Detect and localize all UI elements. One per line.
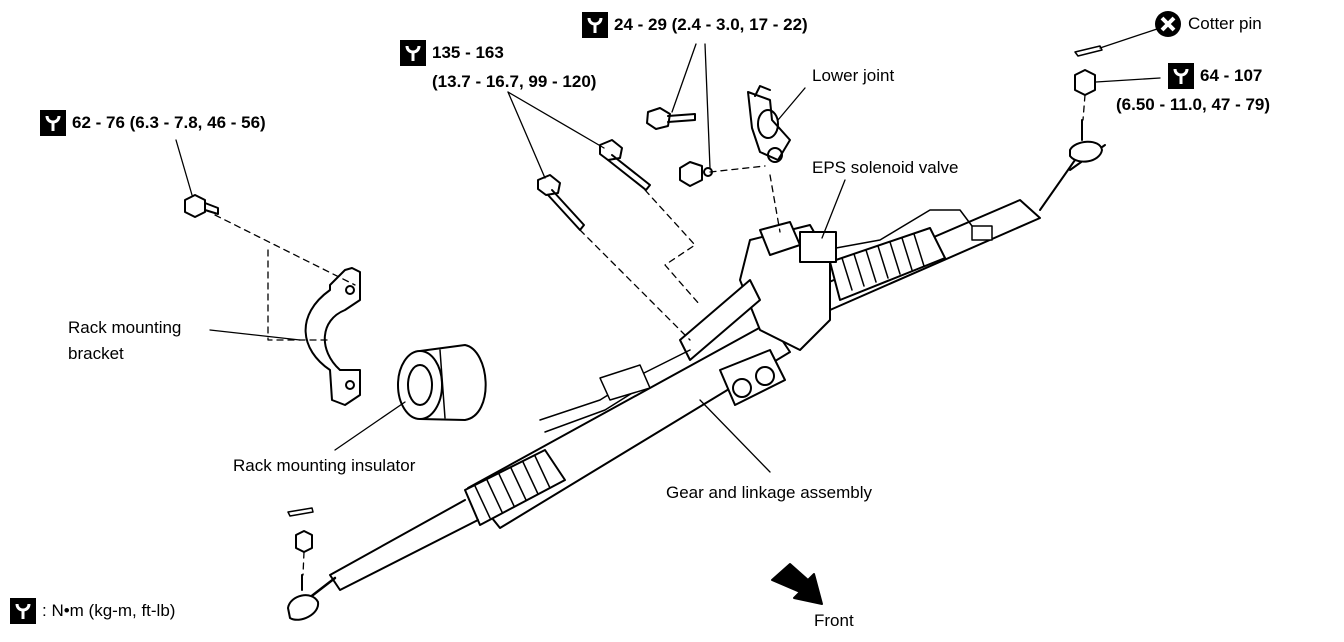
leader-lines xyxy=(175,27,1161,473)
tie-rod-nut-right xyxy=(1074,69,1096,96)
torque-wrench-icon xyxy=(1168,63,1194,89)
mount-bolt xyxy=(184,194,219,218)
torque-spec-tie-rod-nut: 64 - 107 xyxy=(1168,63,1262,89)
assembly-dashed-lines xyxy=(214,94,1086,576)
front-direction-arrow xyxy=(771,563,823,605)
tie-rod-nut-left xyxy=(295,530,313,553)
torque-spec-mount-bolt: 62 - 76 (6.3 - 7.8, 46 - 56) xyxy=(40,110,266,136)
rack-mounting-bracket-label: Rack mounting xyxy=(68,318,182,337)
lower-joint-nut xyxy=(679,161,713,187)
torque-value: 62 - 76 (6.3 - 7.8, 46 - 56) xyxy=(72,113,266,132)
eps-solenoid-valve-label: EPS solenoid valve xyxy=(812,158,959,177)
rack-mounting-bracket-label-line2: bracket xyxy=(68,344,124,363)
torque-value-secondary: (13.7 - 16.7, 99 - 120) xyxy=(432,72,597,91)
cotter-pin-right xyxy=(1074,45,1103,57)
torque-wrench-icon xyxy=(10,598,36,624)
gear-and-linkage-assembly xyxy=(287,119,1106,621)
torque-value: 24 - 29 (2.4 - 3.0, 17 - 22) xyxy=(614,15,808,34)
gear-and-linkage-assembly-label: Gear and linkage assembly xyxy=(666,483,873,502)
gear-bolt-upper xyxy=(599,139,651,191)
torque-wrench-icon xyxy=(582,12,608,38)
cotter-pin-left xyxy=(287,507,314,517)
torque-spec-gear-bolts: 135 - 163 xyxy=(400,40,504,66)
torque-wrench-icon xyxy=(40,110,66,136)
torque-wrench-icon xyxy=(400,40,426,66)
rack-mounting-insulator xyxy=(397,344,487,421)
units-legend: : N•m (kg-m, ft-lb) xyxy=(10,598,175,624)
torque-spec-lower-joint: 24 - 29 (2.4 - 3.0, 17 - 22) xyxy=(582,12,808,38)
torque-value: 64 - 107 xyxy=(1200,66,1263,85)
torque-value: 135 - 163 xyxy=(432,43,504,62)
front-label: Front xyxy=(814,611,854,630)
rack-mounting-bracket xyxy=(304,267,361,406)
lower-joint-label: Lower joint xyxy=(812,66,895,85)
gear-bolt-lower xyxy=(537,174,585,231)
cotter-pin-label: Cotter pin xyxy=(1154,10,1262,38)
no-reuse-x-icon xyxy=(1155,11,1181,37)
lower-joint xyxy=(747,85,791,163)
rack-mounting-insulator-label: Rack mounting insulator xyxy=(233,456,416,475)
torque-value-secondary: (6.50 - 11.0, 47 - 79) xyxy=(1116,95,1271,114)
lower-joint-bolt xyxy=(646,107,696,130)
cotter-pin-text: Cotter pin xyxy=(1188,14,1262,33)
units-legend-text: : N•m (kg-m, ft-lb) xyxy=(42,601,176,620)
